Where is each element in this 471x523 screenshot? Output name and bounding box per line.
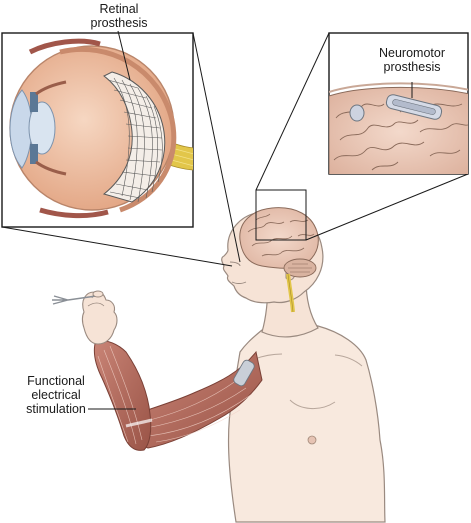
retinal-label-line2: prosthesis <box>90 16 148 30</box>
torso-figure <box>52 207 386 523</box>
torso <box>227 322 386 523</box>
hand <box>81 290 118 345</box>
retinal-leader <box>117 30 131 81</box>
eye-inset <box>1 32 194 228</box>
forearm-muscle <box>93 339 152 451</box>
fork <box>52 295 97 305</box>
lens <box>28 101 56 155</box>
nipple <box>307 435 317 445</box>
neuromotor-array <box>385 94 443 120</box>
stimulator-device <box>233 359 255 387</box>
fes-label-line2: electrical <box>31 388 81 402</box>
fes-label-line3: stimulation <box>26 402 86 416</box>
fes-label-line1: Functional <box>27 374 85 388</box>
implant-disc <box>349 104 365 122</box>
brain-folds <box>247 213 315 257</box>
retinal-label-line1: Retinal <box>99 2 139 16</box>
brain <box>239 207 319 269</box>
neuromotor-label-line1: Neuromotor <box>379 46 445 60</box>
retinal-prosthesis-grid <box>102 71 166 203</box>
neuromotor-label-line2: prosthesis <box>383 60 441 74</box>
brain-inset <box>328 32 469 175</box>
callout-lines <box>1 32 469 267</box>
neuromotor-prosthesis-label: Neuromotor prosthesis <box>366 46 458 74</box>
functional-electrical-stimulation-label: Functional electrical stimulation <box>20 374 92 416</box>
retinal-prosthesis-label: Retinal prosthesis <box>84 2 154 30</box>
